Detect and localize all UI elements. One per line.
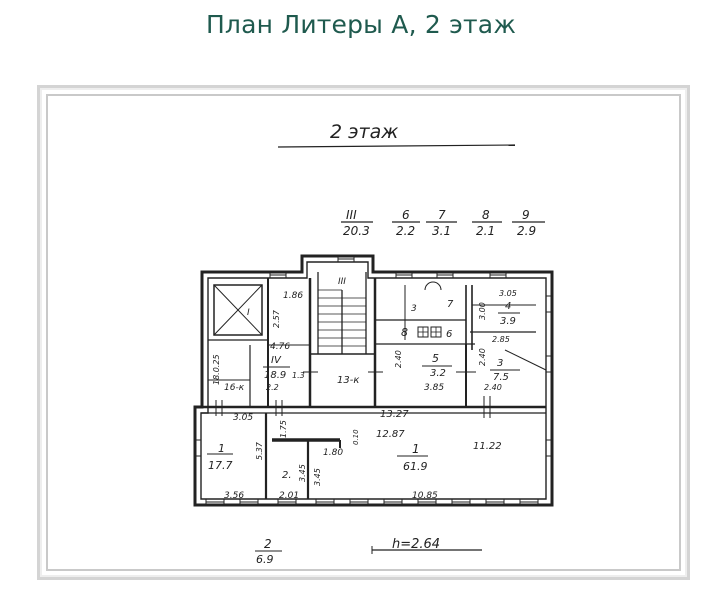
dim-2-40-c: 2.40 [484,383,502,392]
room-5-area: 3.2 [430,368,446,379]
room-4-area: 3.9 [500,316,516,327]
staircase-label: 13-к [337,375,359,386]
dim-12-87: 12.87 [376,429,405,440]
dim-11-22: 11.22 [473,441,502,452]
dim-3-05-top: 3.05 [499,289,517,298]
dim-1-80: 1.80 [323,448,343,458]
legend-area-8: 2.1 [476,224,495,238]
plan-frame [37,85,690,580]
ceiling-height: h=2.64 [392,537,440,552]
dim-2-57: 2.57 [272,309,281,328]
dim-0-10: 0.10 [352,429,360,445]
legend-area-6: 2.2 [396,224,415,238]
dim-3-05: 3.05 [233,413,253,423]
legend-id-6: 6 [402,208,410,222]
room-1-left-area: 17.7 [208,459,233,472]
room-3-area: 7.5 [493,372,509,383]
room-6-num: 6 [446,329,452,340]
dim-3-45-b: 3.45 [313,468,322,486]
dim-3-56: 3.56 [224,491,244,501]
dim-13-27: 13.27 [380,409,409,420]
dim-4-76: 4.76 [270,342,290,352]
legend-id-7: 7 [438,208,446,222]
room-4-num: 4 [505,301,511,312]
dim-5-37: 5.37 [255,441,264,460]
room-IV-num: IV [271,355,282,366]
dim-2-2: 2.2 [266,383,279,392]
room-IV-area: 18.9 [264,370,286,381]
dim-3-00: 3.00 [478,302,487,320]
room-1-main-area: 61.9 [403,460,428,473]
dim-1-75: 1.75 [279,420,288,438]
page-title: План Литеры А, 2 этаж [205,10,517,39]
legend-id-9: 9 [522,208,530,222]
room-8-num: 8 [401,326,408,339]
below-room-num: 2 [264,537,272,551]
floor-heading: 2 этаж [330,121,398,143]
room-5-num: 5 [432,352,439,365]
legend-area-9: 2.9 [517,224,536,238]
room-3-small-num: 3 [411,304,417,314]
dim-10-85: 10.85 [412,491,438,501]
room-2-small-num: 2. [282,470,292,481]
room-1-left-num: 1 [218,442,225,455]
room-3-num: 3 [497,358,503,369]
lk-label: 16-к [224,383,245,393]
dim-3-85: 3.85 [424,383,444,393]
dim-2-85: 2.85 [492,335,510,344]
room-1-main-num: 1 [412,442,420,456]
legend-id-III: III [346,208,357,222]
plan-sheet [46,94,681,571]
legend-area-7: 3.1 [432,224,451,238]
legend-id-8: 8 [482,208,490,222]
dim-1-3: 1.3 [292,371,305,380]
dim-2-40-a: 2.40 [394,350,403,368]
room-7-num: 7 [447,299,454,310]
dim-3-45-a: 3.45 [298,464,307,482]
legend-area-III: 20.3 [343,224,370,238]
below-room-area: 6.9 [256,553,274,566]
room-I-num: I [247,308,250,318]
dim-18-0-25: 18.0.25 [212,354,221,385]
dim-1-86: 1.86 [283,291,303,301]
dim-2-01: 2.01 [279,491,299,501]
room-III-num: III [338,277,346,287]
dim-2-40-b: 2.40 [478,348,487,366]
